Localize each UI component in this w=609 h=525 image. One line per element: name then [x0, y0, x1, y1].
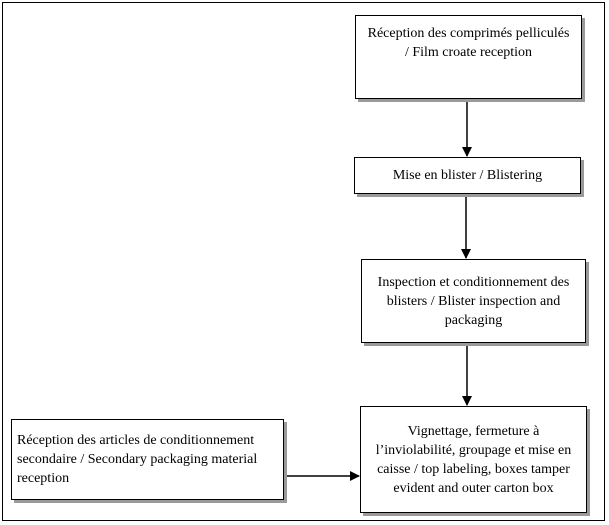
node-label: Réception des articles de conditionnemen… [17, 433, 258, 486]
diagram-frame [2, 2, 605, 521]
node-label: Réception des comprimés pelliculés / Fil… [367, 26, 570, 60]
node-label: Mise en blister / Blistering [392, 168, 543, 183]
node-film-coated-reception: Réception des comprimés pelliculés / Fil… [355, 15, 582, 99]
node-label: Vignettage, fermeture à l’inviolabilité,… [375, 423, 572, 496]
node-secondary-packaging-reception: Réception des articles de conditionnemen… [11, 419, 284, 500]
node-blister-inspection-packaging: Inspection et conditionnement des bliste… [361, 259, 586, 343]
node-labeling-outer-carton: Vignettage, fermeture à l’inviolabilité,… [360, 406, 587, 513]
node-label: Inspection et conditionnement des bliste… [377, 274, 570, 328]
node-blistering: Mise en blister / Blistering [354, 157, 581, 194]
